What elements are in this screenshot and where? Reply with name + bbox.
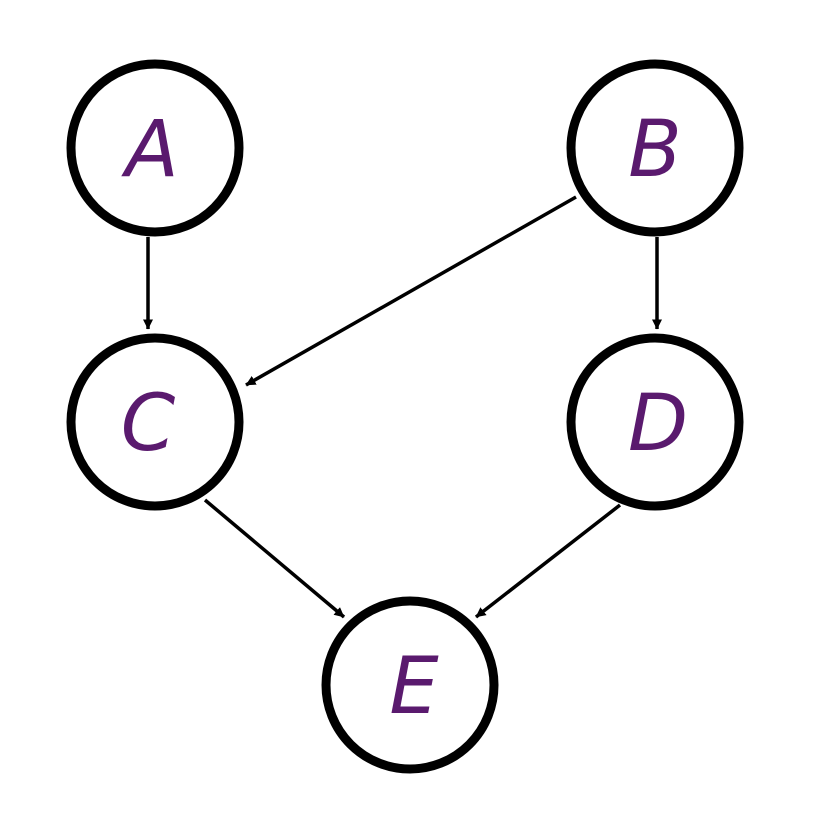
- edge-d-to-e: [474, 503, 622, 619]
- node-c-circle: [66, 333, 244, 511]
- node-b-label: B: [628, 105, 682, 195]
- node-a: A: [66, 59, 244, 237]
- node-c-label: C: [121, 379, 176, 469]
- node-e: E: [321, 596, 499, 774]
- node-a-label: A: [120, 105, 178, 195]
- node-d-label: D: [628, 379, 688, 469]
- edges: [143, 195, 662, 619]
- edge-c-to-e: [203, 498, 346, 619]
- node-c: C: [66, 333, 244, 511]
- node-d-circle: [566, 333, 744, 511]
- node-d: D: [566, 333, 744, 511]
- edge-b-to-c: [245, 195, 577, 387]
- node-e-circle: [321, 596, 499, 774]
- node-e-label: E: [389, 642, 439, 732]
- node-b: B: [566, 59, 744, 237]
- node-a-circle: [66, 59, 244, 237]
- node-b-circle: [566, 59, 744, 237]
